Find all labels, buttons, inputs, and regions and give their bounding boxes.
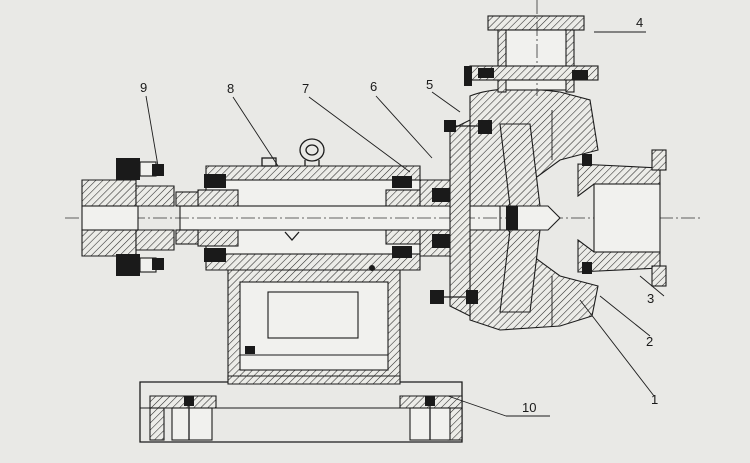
base-frame [139, 381, 463, 443]
pump-casing [449, 88, 599, 331]
lifting-eye [299, 138, 325, 166]
callout-6: 6 [370, 79, 377, 94]
discharge-nozzle [464, 0, 599, 96]
coupling-bolt-lower [116, 254, 164, 276]
callout-labels: 1 2 3 4 5 6 7 8 9 10 [140, 15, 658, 415]
coupling [81, 158, 199, 276]
coupling-bolt-upper [116, 158, 164, 180]
callout-8: 8 [227, 81, 234, 96]
callout-3: 3 [647, 291, 654, 306]
bearing-bracket [227, 267, 401, 385]
callout-2: 2 [646, 334, 653, 349]
foundation-bolt-left [184, 396, 194, 440]
impeller [499, 123, 561, 313]
shaft [65, 205, 700, 231]
callout-10: 10 [522, 400, 536, 415]
callout-5: 5 [426, 77, 433, 92]
callout-1: 1 [651, 392, 658, 407]
callout-9: 9 [140, 80, 147, 95]
foundation-bolt-right [425, 396, 435, 440]
leader-lines [145, 31, 665, 417]
bearing-housing [197, 138, 423, 271]
casing-bolts [430, 120, 492, 304]
callout-7: 7 [302, 81, 309, 96]
suction-nozzle [577, 149, 667, 287]
callout-4: 4 [636, 15, 643, 30]
